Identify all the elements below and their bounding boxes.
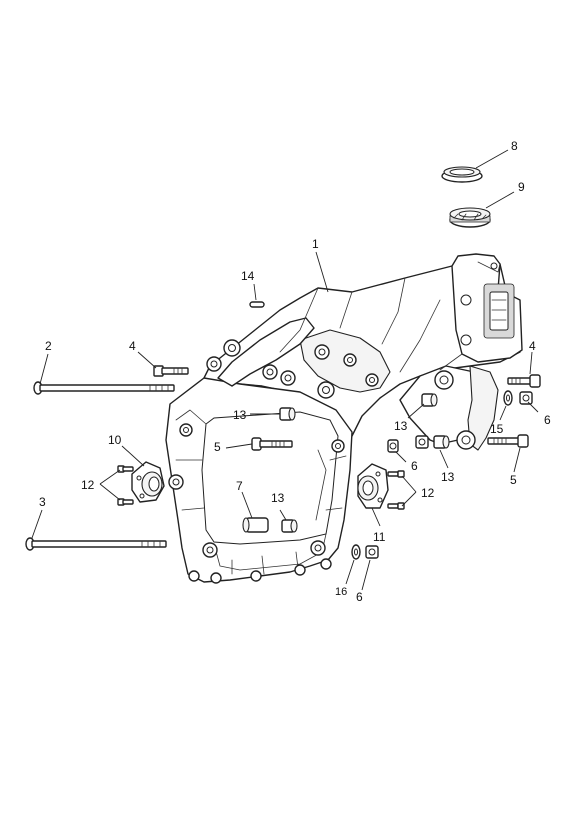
leader-lines	[31, 149, 539, 591]
callout-4-right: 4	[529, 339, 536, 353]
callout-2: 2	[45, 339, 52, 353]
locating-pin	[249, 301, 265, 308]
screws-12-left	[117, 465, 134, 506]
bush-13-lower	[281, 519, 298, 533]
callout-3: 3	[39, 495, 46, 509]
nut-6-right	[519, 391, 533, 405]
callouts: 1 2 3 4 4 5 5 6 6 6 7 8 9 10 11 12 12 13…	[39, 139, 551, 604]
nut-6-mid-b	[415, 435, 429, 449]
callout-5-right: 5	[510, 473, 517, 487]
bolt-5-left	[251, 437, 293, 451]
callout-7: 7	[236, 479, 243, 493]
bolt-5-right	[487, 434, 529, 448]
cover-plate-left	[131, 461, 165, 503]
cover-plate-right	[357, 463, 389, 509]
callout-12-left: 12	[81, 478, 95, 492]
long-bolt-upper	[33, 381, 175, 395]
main-frame	[165, 253, 523, 584]
bush-13-upper	[279, 407, 296, 421]
callout-8: 8	[511, 139, 518, 153]
bush-13-right-a	[421, 393, 438, 407]
nut-6-bottom	[365, 545, 379, 559]
callout-6-bottom: 6	[356, 590, 363, 604]
callout-4-left: 4	[129, 339, 136, 353]
callout-15: 15	[490, 422, 504, 436]
washer-16	[351, 544, 361, 560]
bolt-4-right	[507, 374, 541, 388]
bearing-lower	[449, 207, 491, 228]
bolt-4-left	[153, 365, 189, 377]
callout-16: 16	[335, 586, 347, 598]
long-bolt-lower	[25, 537, 167, 551]
nut-6-middle	[387, 439, 399, 453]
callout-9: 9	[518, 180, 525, 194]
callout-11: 11	[373, 530, 386, 544]
callout-6-right: 6	[544, 413, 551, 427]
callout-13-lower: 13	[271, 491, 285, 505]
callout-1: 1	[312, 237, 319, 251]
callout-6-middle: 6	[411, 459, 418, 473]
screws-12-right	[387, 470, 405, 510]
callout-14: 14	[241, 269, 255, 283]
callout-13-right-b: 13	[441, 470, 455, 484]
callout-5-left: 5	[214, 440, 221, 454]
callout-13-upper: 13	[233, 408, 247, 422]
washer-15	[503, 390, 513, 406]
callout-12-right: 12	[421, 486, 435, 500]
callout-10: 10	[108, 433, 122, 447]
bush-13-right-b	[433, 435, 450, 449]
spacer-sleeve	[242, 517, 269, 533]
frame-mount-bosses	[168, 339, 476, 584]
bearing-seal-upper	[441, 166, 483, 183]
callout-13-right-a: 13	[394, 419, 408, 433]
